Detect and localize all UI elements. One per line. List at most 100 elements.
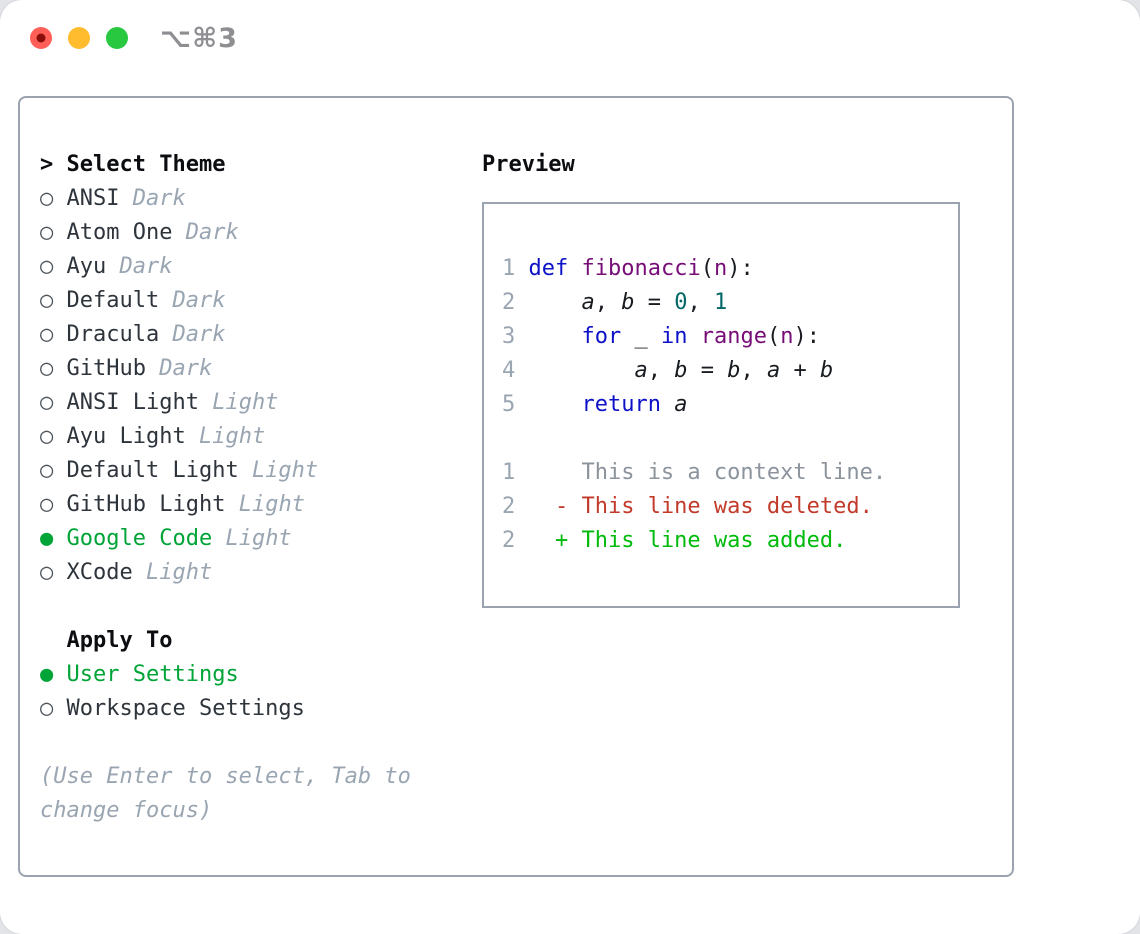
token-plain: ,: [647, 358, 675, 383]
theme-variant-label: Light: [225, 526, 292, 551]
apply-to-option-user-settings[interactable]: ● User Settings: [40, 658, 482, 692]
preview-header-row: Preview: [482, 148, 984, 182]
token-fn: n: [780, 324, 794, 349]
token-fn: range: [700, 324, 767, 349]
token-plain: [528, 324, 581, 349]
token-plain: [661, 392, 674, 417]
theme-name-label: Default Light: [66, 458, 239, 483]
theme-option-ansi[interactable]: ○ ANSI Dark: [40, 182, 482, 216]
select-theme-title: Select Theme: [66, 152, 226, 177]
theme-list: ○ ANSI Dark○ Atom One Dark○ Ayu Dark○ De…: [40, 182, 482, 590]
theme-variant-label: Dark: [172, 322, 226, 347]
token-plain: [568, 256, 581, 281]
token-del: - This line was deleted.: [528, 494, 873, 519]
radio-unselected-icon: ○: [40, 322, 54, 347]
radio-unselected-icon: ○: [40, 424, 54, 449]
radio-unselected-icon: ○: [40, 458, 54, 483]
apply-to-header-row: Apply To: [40, 624, 482, 658]
token-var: a: [674, 392, 688, 417]
radio-unselected-icon: ○: [40, 186, 54, 211]
theme-option-xcode[interactable]: ○ XCode Light: [40, 556, 482, 590]
radio-selected-icon: ●: [40, 526, 54, 551]
token-plain: ):: [793, 324, 820, 349]
radio-unselected-icon: ○: [40, 220, 54, 245]
help-text-line: change focus): [40, 798, 213, 823]
token-var: b: [621, 290, 635, 315]
theme-variant-label: Dark: [185, 220, 239, 245]
preview-code-line: [502, 422, 958, 456]
radio-unselected-icon: ○: [40, 560, 54, 585]
line-number: 5: [502, 392, 529, 417]
theme-option-ansi-light[interactable]: ○ ANSI Light Light: [40, 386, 482, 420]
preview-code-line: 2 a, b = 0, 1: [502, 286, 958, 320]
line-number: [502, 422, 528, 456]
apply-to-list: ● User Settings○ Workspace Settings: [40, 658, 482, 726]
radio-unselected-icon: ○: [40, 356, 54, 381]
theme-variant-label: Dark: [172, 288, 226, 313]
apply-to-option-label: Workspace Settings: [66, 696, 305, 721]
token-kw: in: [660, 324, 688, 349]
line-number: 4: [502, 358, 529, 383]
close-button[interactable]: [30, 27, 52, 49]
theme-name-label: GitHub: [66, 356, 146, 381]
traffic-lights: [30, 27, 128, 49]
preview-column: Preview 1 def fibonacci(n):2 a, b = 0, 1…: [482, 148, 1012, 875]
radio-unselected-icon: ○: [40, 288, 54, 313]
zoom-button[interactable]: [106, 27, 128, 49]
select-theme-header-row: > Select Theme: [40, 148, 482, 182]
token-lit: 0: [674, 290, 688, 315]
token-plain: [528, 392, 581, 417]
apply-to-option-workspace-settings[interactable]: ○ Workspace Settings: [40, 692, 482, 726]
theme-variant-label: Light: [212, 390, 279, 415]
theme-option-atom-one[interactable]: ○ Atom One Dark: [40, 216, 482, 250]
preview-code-line: 1 This is a context line.: [502, 456, 958, 490]
theme-variant-label: Dark: [159, 356, 213, 381]
token-lit: 1: [713, 290, 728, 315]
theme-name-label: Default: [66, 288, 160, 313]
preview-code-line: 3 for _ in range(n):: [502, 320, 958, 354]
theme-variant-label: Light: [251, 458, 319, 483]
theme-option-default-light[interactable]: ○ Default Light Light: [40, 454, 482, 488]
radio-unselected-icon: ○: [40, 696, 54, 721]
theme-name-label: Google Code: [66, 526, 213, 551]
theme-option-github[interactable]: ○ GitHub Dark: [40, 352, 482, 386]
token-var: a: [581, 290, 595, 315]
token-fn: fibonacci: [581, 256, 701, 281]
token-plain: [528, 290, 581, 315]
theme-variant-label: Light: [198, 424, 266, 449]
theme-name-label: ANSI: [66, 186, 120, 211]
theme-list-column: > Select Theme ○ ANSI Dark○ Atom One Dar…: [40, 148, 482, 875]
radio-unselected-icon: ○: [40, 390, 54, 415]
preview-code-line: 2 + This line was added.: [502, 524, 958, 558]
theme-option-ayu-light[interactable]: ○ Ayu Light Light: [40, 420, 482, 454]
spacer: [40, 726, 482, 760]
token-kw: for: [581, 324, 622, 349]
theme-variant-label: Light: [145, 560, 213, 585]
token-var: b: [727, 358, 741, 383]
theme-picker-panel: > Select Theme ○ ANSI Dark○ Atom One Dar…: [18, 96, 1014, 877]
token-plain: [528, 358, 634, 383]
titlebar: ⌥⌘3: [0, 0, 1140, 96]
token-ctx: This is a context line.: [528, 460, 887, 485]
window-shortcut-label: ⌥⌘3: [160, 22, 238, 54]
theme-option-github-light[interactable]: ○ GitHub Light Light: [40, 488, 482, 522]
theme-option-ayu[interactable]: ○ Ayu Dark: [40, 250, 482, 284]
radio-selected-icon: ●: [40, 662, 54, 687]
token-plain: =: [687, 358, 728, 383]
token-plain: ,: [740, 358, 767, 383]
minimize-button[interactable]: [68, 27, 90, 49]
theme-option-dracula[interactable]: ○ Dracula Dark: [40, 318, 482, 352]
theme-name-label: Ayu: [66, 254, 107, 279]
apply-to-option-label: User Settings: [66, 662, 239, 687]
theme-option-default[interactable]: ○ Default Dark: [40, 284, 482, 318]
theme-variant-label: Dark: [132, 186, 186, 211]
token-plain: (: [700, 256, 714, 281]
theme-option-google-code[interactable]: ● Google Code Light: [40, 522, 482, 556]
spacer: [40, 590, 482, 624]
token-plain: ):: [727, 256, 754, 281]
theme-name-label: XCode: [66, 560, 133, 585]
focus-cursor: >: [40, 152, 54, 177]
help-text-line: (Use Enter to select, Tab to: [40, 764, 411, 789]
token-plain: _: [621, 324, 661, 349]
token-fn: n: [713, 256, 728, 281]
